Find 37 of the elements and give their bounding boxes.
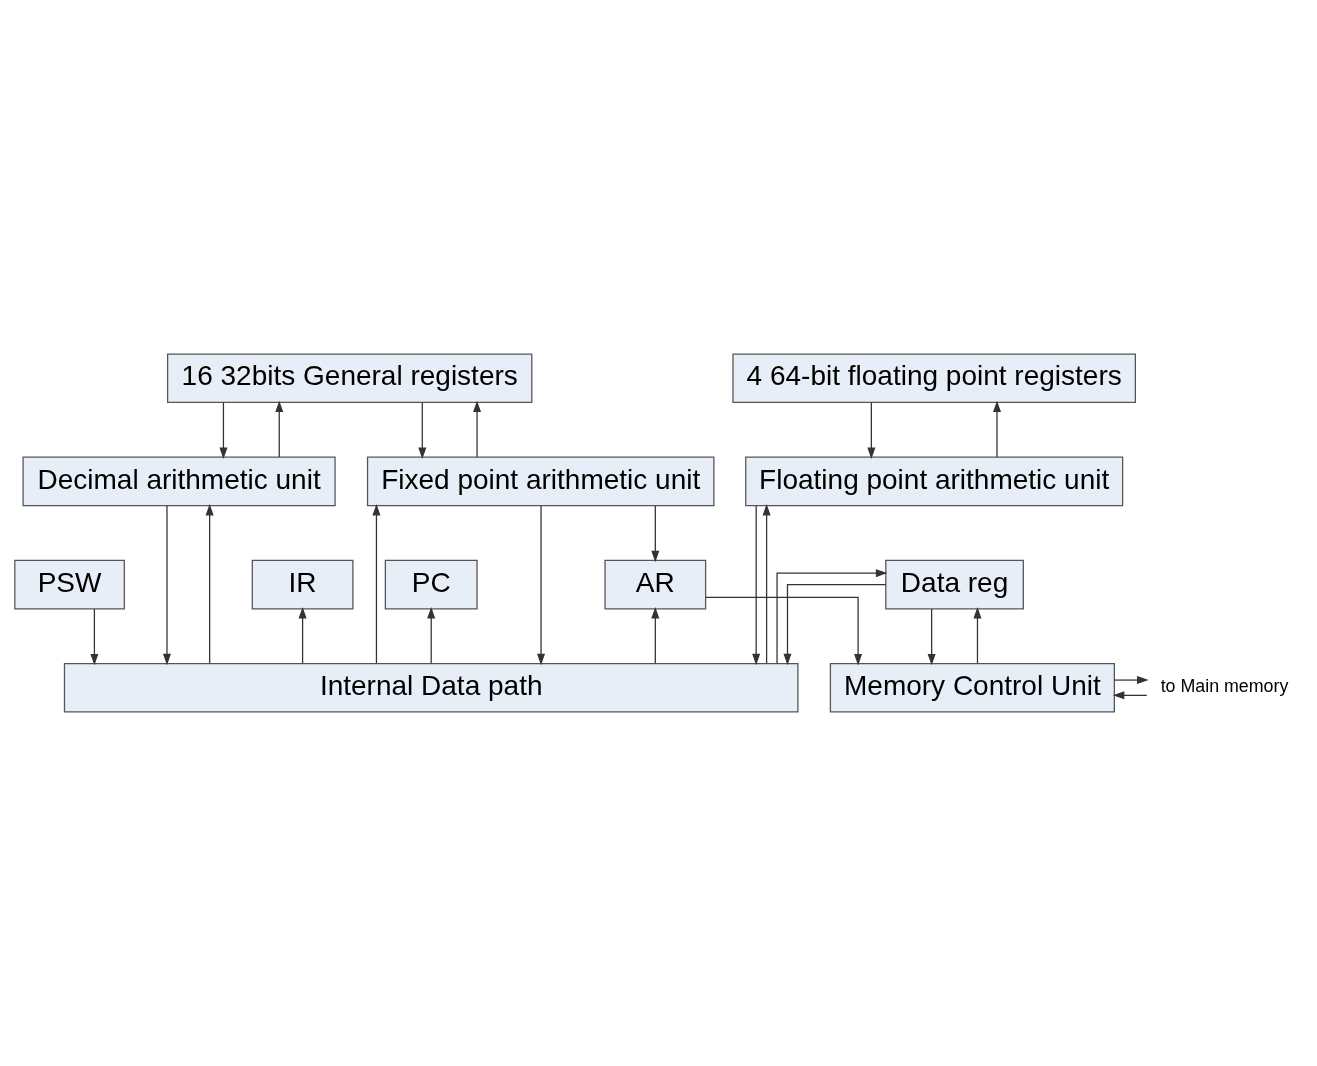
- arrow: [993, 400, 1001, 458]
- arrow: [418, 402, 427, 460]
- node-box: Floating point arithmetic unit: [745, 456, 1124, 507]
- node-box: PSW: [14, 559, 125, 610]
- arrow: [372, 503, 381, 664]
- arrow: [298, 606, 307, 664]
- arrow: [162, 505, 171, 666]
- node-box: Fixed point arithmetic unit: [366, 456, 715, 507]
- arrow: [427, 606, 436, 664]
- node-box: AR: [604, 559, 707, 610]
- arrow: [473, 400, 482, 458]
- node-box: PC: [384, 559, 478, 610]
- node-box: Internal Data path: [63, 662, 799, 713]
- arrow: [776, 569, 888, 665]
- arrow: [762, 503, 771, 664]
- node-box: Data reg: [885, 559, 1024, 610]
- arrow: [1114, 676, 1149, 685]
- arrow: [275, 400, 284, 458]
- node-box: Memory Control Unit: [829, 662, 1115, 713]
- arrow: [205, 503, 214, 664]
- arrow: [927, 608, 936, 666]
- arrow: [705, 596, 863, 666]
- node-box: Decimal arithmetic unit: [22, 456, 336, 507]
- arrow: [1112, 691, 1148, 700]
- arrow: [90, 608, 99, 666]
- node-box: IR: [251, 559, 354, 610]
- arrow: [783, 583, 887, 666]
- arrow: [651, 505, 660, 563]
- arrow: [219, 402, 228, 460]
- arrow: [651, 606, 660, 664]
- arrow: [973, 606, 982, 664]
- arrow: [752, 505, 761, 666]
- arrow: [537, 505, 546, 666]
- arrow: [867, 402, 876, 460]
- node-text: to Main memory: [1160, 676, 1289, 697]
- node-box: 4 64-bit floating point registers: [732, 353, 1136, 404]
- node-box: 16 32bits General registers: [167, 353, 533, 404]
